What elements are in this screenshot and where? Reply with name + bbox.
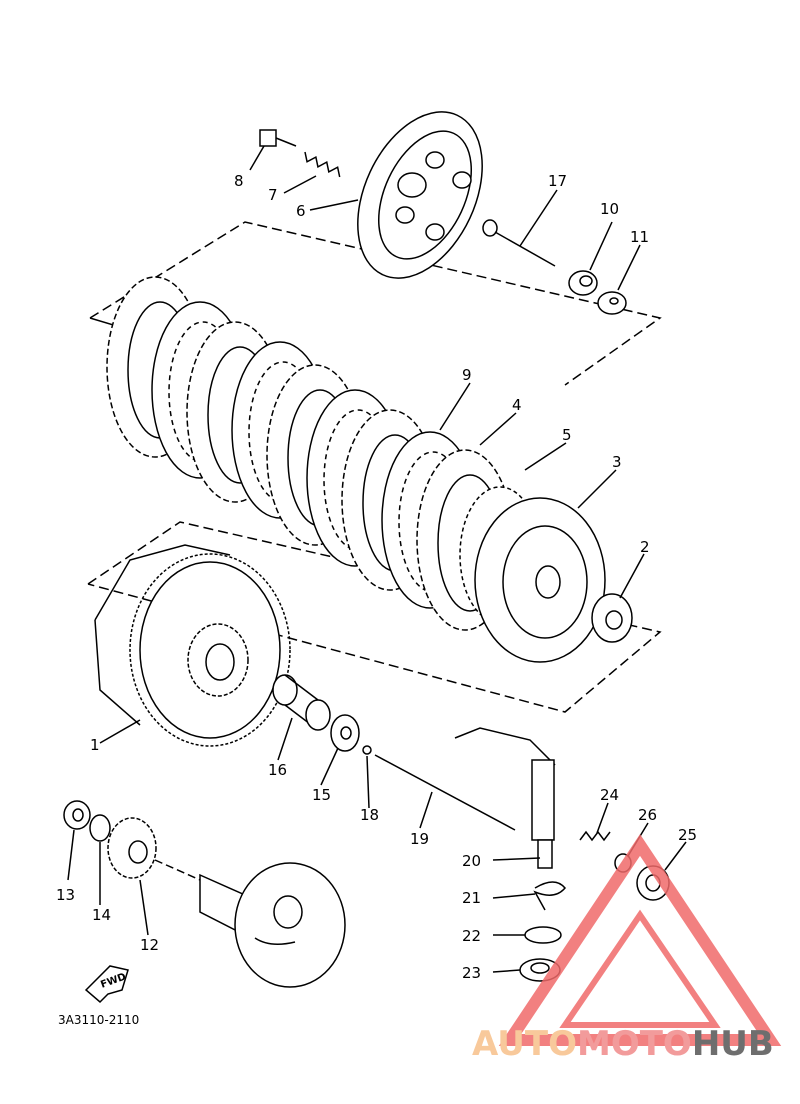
- part-label-4: 4: [512, 396, 522, 414]
- collar: [272, 674, 331, 731]
- primary-drive-nut: [63, 800, 91, 830]
- clutch-plate-stack: [106, 276, 606, 663]
- part-label-14: 14: [92, 906, 111, 924]
- watermark: AUTOMOTOHUB: [472, 834, 782, 1064]
- plain-washer: [524, 926, 562, 944]
- pressure-plate: [357, 111, 483, 279]
- part-label-7: 7: [268, 186, 278, 204]
- watermark-auto: AUTO: [472, 1024, 577, 1064]
- part-label-23: 23: [462, 964, 481, 982]
- push-rod-long: [374, 754, 516, 831]
- primary-drive-gear: [107, 817, 157, 879]
- clutch-housing: [94, 544, 291, 747]
- leader-lines: [67, 145, 687, 973]
- lock-washer: [89, 814, 111, 842]
- push-rod-short: [482, 219, 556, 267]
- thrust-washer: [591, 593, 633, 643]
- part-label-24: 24: [600, 786, 619, 804]
- part-label-19: 19: [410, 830, 429, 848]
- clutch-boss: [459, 486, 606, 663]
- clutch-spring: [304, 151, 341, 178]
- adjusting-screw: [579, 830, 611, 842]
- part-label-15: 15: [312, 786, 331, 804]
- bearing: [568, 270, 598, 296]
- diagram-code: 3A3110-2110: [58, 1013, 139, 1027]
- part-label-1: 1: [90, 736, 100, 754]
- svg-text:AUTOMOTOHUB: AUTOMOTOHUB: [472, 1024, 774, 1064]
- washer: [330, 714, 360, 752]
- assembly-outline-lower: [87, 521, 662, 713]
- part-label-17: 17: [548, 172, 567, 190]
- part-labels: 1 2 3 4 5 6 7 8 9 10 11 12 13 14 15 16 1…: [56, 172, 697, 982]
- part-label-18: 18: [360, 806, 379, 824]
- forward-arrow-icon: FWD: [84, 965, 129, 1004]
- clutch-bolt: [259, 129, 297, 147]
- part-label-3: 3: [612, 453, 622, 471]
- washer-small: [597, 291, 627, 315]
- watermark-moto: MOTO: [577, 1024, 692, 1064]
- steel-ball: [362, 745, 372, 755]
- part-label-16: 16: [268, 761, 287, 779]
- part-label-6: 6: [296, 202, 306, 220]
- return-spring: [533, 881, 566, 911]
- part-label-10: 10: [600, 200, 619, 218]
- part-label-20: 20: [462, 852, 481, 870]
- part-label-5: 5: [562, 426, 572, 444]
- crankshaft: [154, 859, 346, 988]
- part-label-21: 21: [462, 889, 481, 907]
- watermark-triangle-icon: [498, 834, 782, 1046]
- part-label-12: 12: [140, 936, 159, 954]
- part-label-9: 9: [462, 366, 472, 384]
- part-label-11: 11: [630, 228, 649, 246]
- watermark-hub: HUB: [692, 1024, 774, 1064]
- part-label-13: 13: [56, 886, 75, 904]
- push-lever-axle: [454, 727, 556, 869]
- part-label-26: 26: [638, 806, 657, 824]
- part-label-8: 8: [234, 172, 244, 190]
- part-label-25: 25: [678, 826, 697, 844]
- part-label-2: 2: [640, 538, 650, 556]
- part-label-22: 22: [462, 927, 481, 945]
